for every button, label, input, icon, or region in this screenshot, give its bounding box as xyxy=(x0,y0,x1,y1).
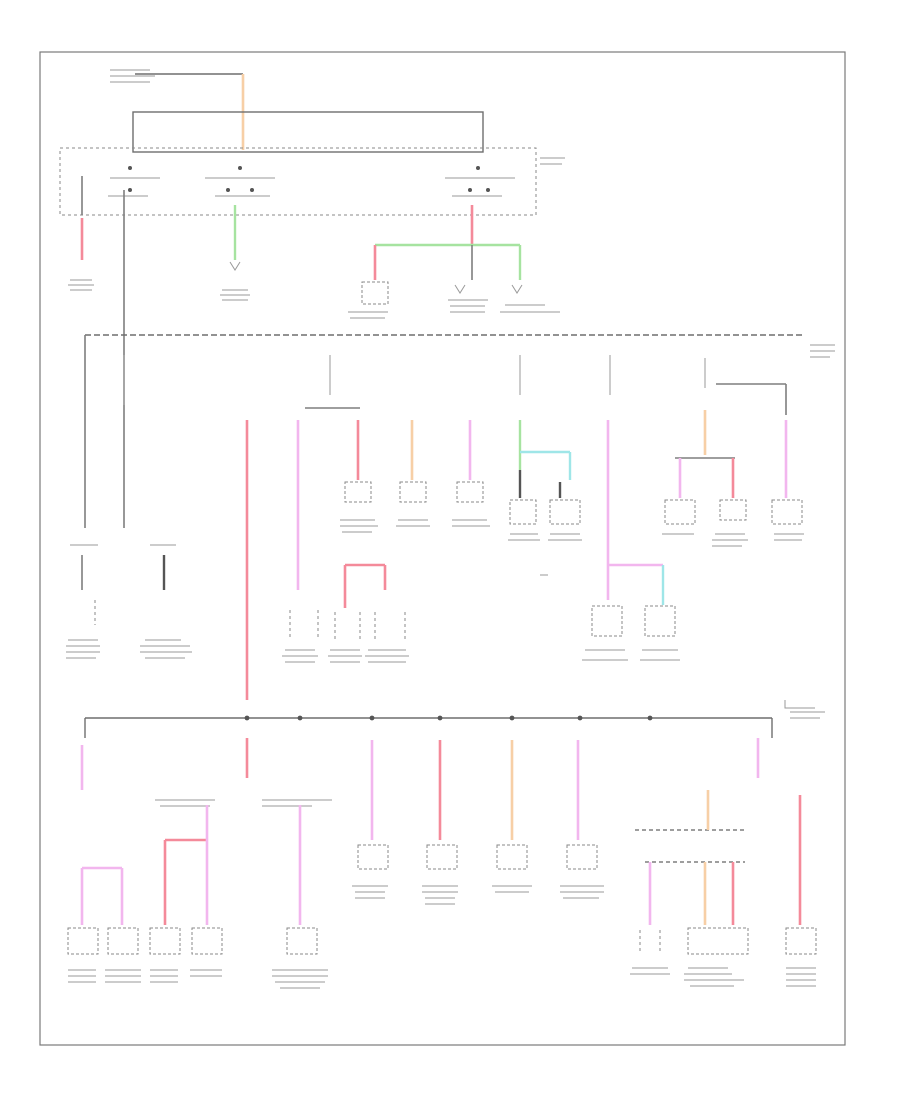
top-label-scribble xyxy=(110,69,155,83)
diagram-frame xyxy=(39,51,846,1046)
module-right-2 xyxy=(644,605,676,637)
module-mid-1 xyxy=(344,481,372,503)
fuse-block-section xyxy=(66,334,835,700)
labels-lower-branch xyxy=(155,799,332,807)
module-mid-8 xyxy=(771,499,803,525)
module-low-3 xyxy=(496,844,528,870)
fuse-markers xyxy=(123,355,706,405)
module-bottom-5 xyxy=(286,927,318,955)
module-bottom-3 xyxy=(149,927,181,955)
switch-label-scribble xyxy=(540,157,565,165)
labels-left-modules xyxy=(66,544,192,659)
module-bottom-7 xyxy=(785,927,817,955)
ground-arrow-1 xyxy=(229,261,241,271)
module-low-1 xyxy=(357,844,389,870)
switch-bracket xyxy=(132,111,484,153)
ignition-switch-box xyxy=(59,147,537,216)
module-bottom-4 xyxy=(191,927,223,955)
dashed-modules-row xyxy=(289,610,406,640)
module-low-2 xyxy=(426,844,458,870)
module-a xyxy=(361,281,389,305)
module-right-1 xyxy=(591,605,623,637)
lower-bus-section xyxy=(67,700,825,989)
module-bottom-6 xyxy=(687,927,749,955)
module-low-4 xyxy=(566,844,598,870)
label-1 xyxy=(68,279,94,291)
labels-bottom-right-modules xyxy=(630,967,816,987)
module-mid-5 xyxy=(549,499,581,525)
module-mid-3 xyxy=(456,481,484,503)
labels-bottom-left-modules xyxy=(68,969,328,989)
labels-lower-mid-modules xyxy=(282,649,680,663)
label-2 xyxy=(220,289,250,301)
module-mid-4 xyxy=(509,499,537,525)
switch-contacts xyxy=(108,166,515,197)
labels-top-modules xyxy=(348,299,560,319)
lower-bus-nodes xyxy=(244,715,653,721)
fuse-block-label xyxy=(810,344,835,358)
module-mid-7 xyxy=(719,499,747,521)
dashed-bottom-right xyxy=(639,930,661,952)
lower-bus-label xyxy=(784,700,825,719)
module-mid-2 xyxy=(399,481,427,503)
labels-mid-modules xyxy=(340,519,804,547)
labels-low-modules xyxy=(352,885,604,905)
module-bottom-2 xyxy=(107,927,139,955)
module-mid-6 xyxy=(664,499,696,525)
module-bottom-1 xyxy=(67,927,99,955)
ground-arrows-2 xyxy=(454,284,523,294)
ignition-switch-section xyxy=(59,69,565,528)
